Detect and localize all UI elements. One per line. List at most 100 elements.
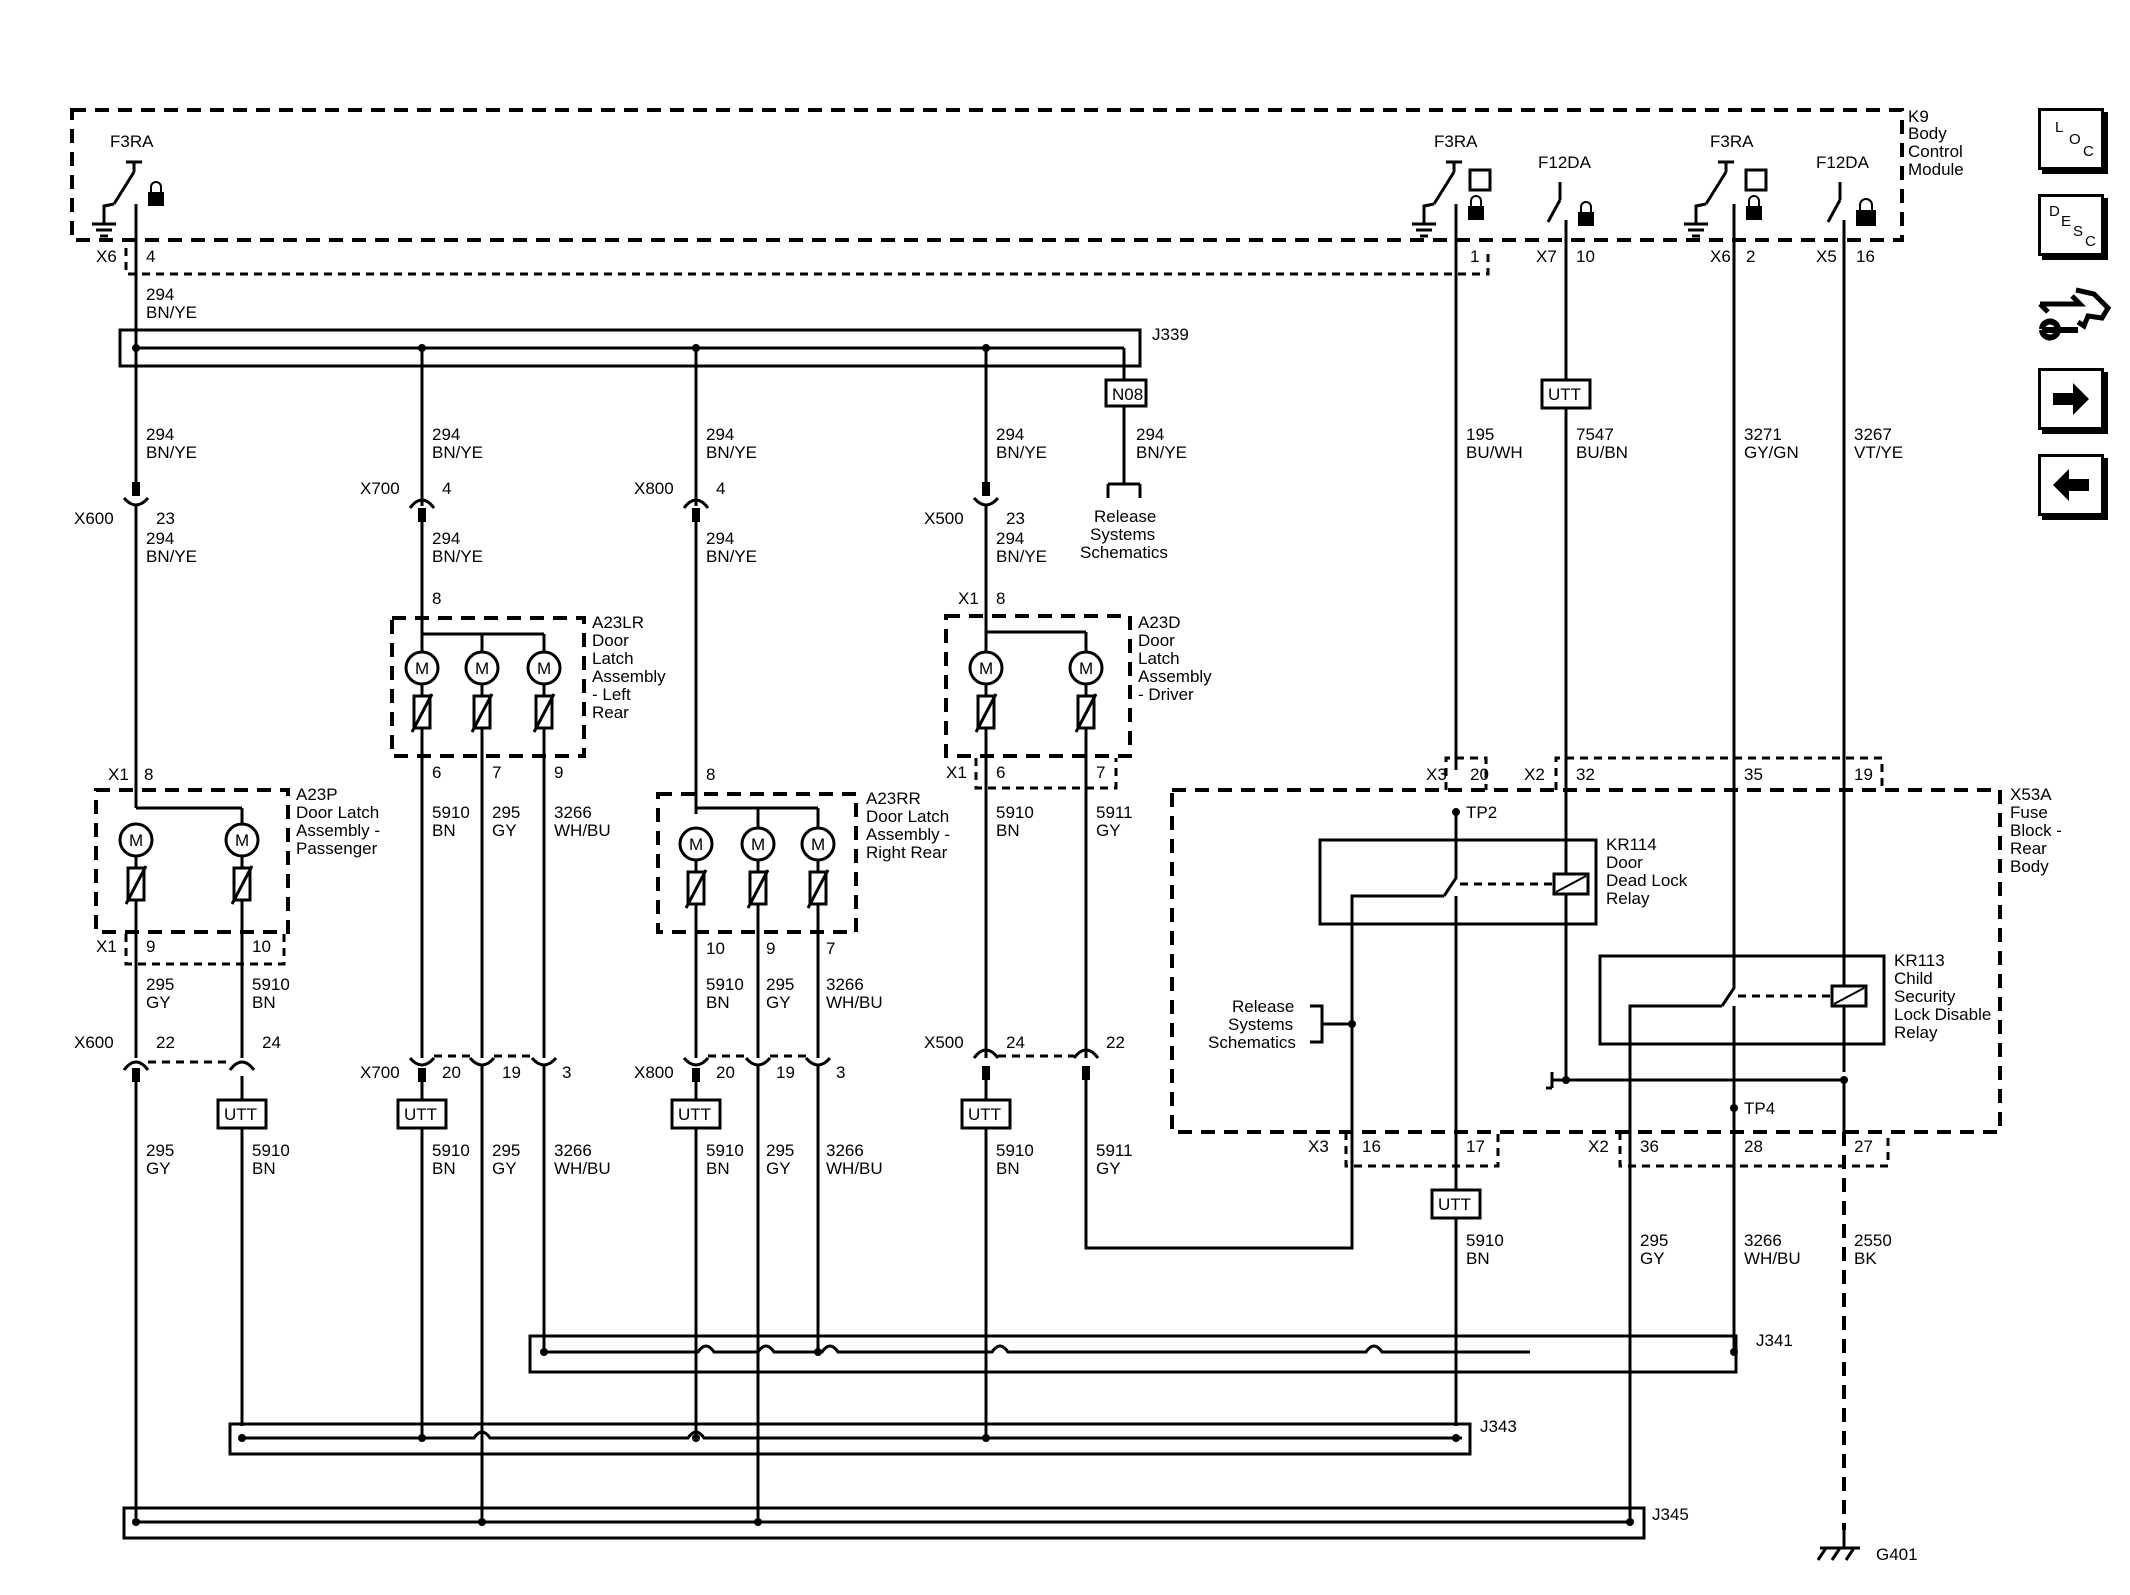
svg-text:Systems: Systems xyxy=(1090,525,1155,544)
svg-text:X1: X1 xyxy=(108,765,129,784)
arrow-right-icon xyxy=(2053,383,2089,415)
svg-text:3: 3 xyxy=(836,1063,845,1082)
ground-g401: G401 xyxy=(1816,1530,1918,1564)
a23p-x1-outline xyxy=(124,934,286,966)
svg-text:6: 6 xyxy=(432,763,441,782)
svg-text:UTT: UTT xyxy=(678,1105,711,1124)
svg-text:Schematics: Schematics xyxy=(1080,543,1168,562)
svg-text:22: 22 xyxy=(1106,1033,1125,1052)
svg-text:Relay: Relay xyxy=(1894,1023,1938,1042)
svg-text:BN/YE: BN/YE xyxy=(1136,443,1187,462)
svg-text:Block -: Block - xyxy=(2010,821,2062,840)
svg-text:7547: 7547 xyxy=(1576,425,1614,444)
svg-text:5910: 5910 xyxy=(432,1141,470,1160)
svg-text:1: 1 xyxy=(1470,247,1479,266)
svg-text:5911: 5911 xyxy=(1096,1141,1133,1160)
svg-text:Passenger: Passenger xyxy=(296,839,378,858)
next-page-button[interactable] xyxy=(2038,368,2104,430)
svg-text:5910: 5910 xyxy=(996,1141,1034,1160)
svg-text:BN: BN xyxy=(706,1159,730,1178)
svg-text:294: 294 xyxy=(146,529,174,548)
relay-kr113: KR113 Child Security Lock Disable Relay xyxy=(1598,762,1991,1128)
n08-branch: N08 294 BN/YE Release Systems Schematics xyxy=(1080,348,1187,562)
svg-text:9: 9 xyxy=(554,763,563,782)
splice-j343: J343 xyxy=(228,1417,1517,1456)
lock-mode-icon xyxy=(1744,168,1768,192)
svg-text:2: 2 xyxy=(1746,247,1755,266)
svg-text:3266: 3266 xyxy=(826,975,864,994)
unlock-mode-icon xyxy=(1468,168,1492,192)
svg-text:Assembly: Assembly xyxy=(1138,667,1212,686)
svg-text:X500: X500 xyxy=(924,1033,964,1052)
svg-text:5910: 5910 xyxy=(996,803,1034,822)
svg-text:X6: X6 xyxy=(96,247,117,266)
svg-text:WH/BU: WH/BU xyxy=(826,993,883,1012)
svg-text:23: 23 xyxy=(156,509,175,528)
svg-text:GY: GY xyxy=(766,1159,791,1178)
svg-text:10: 10 xyxy=(1576,247,1595,266)
svg-text:BU/WH: BU/WH xyxy=(1466,443,1523,462)
svg-text:3: 3 xyxy=(562,1063,571,1082)
svg-text:294: 294 xyxy=(432,425,460,444)
svg-text:294: 294 xyxy=(1136,425,1164,444)
svg-text:Dead Lock: Dead Lock xyxy=(1606,871,1688,890)
svg-text:Assembly -: Assembly - xyxy=(296,821,380,840)
svg-text:7: 7 xyxy=(492,763,501,782)
splice-j339: J339 xyxy=(118,325,1189,368)
svg-text:5910: 5910 xyxy=(252,975,290,994)
svg-text:BN: BN xyxy=(252,1159,276,1178)
svg-text:BN/YE: BN/YE xyxy=(432,547,483,566)
svg-text:BU/BN: BU/BN xyxy=(1576,443,1628,462)
svg-text:8: 8 xyxy=(432,589,441,608)
svg-text:5910: 5910 xyxy=(1466,1231,1504,1250)
svg-text:WH/BU: WH/BU xyxy=(1744,1249,1801,1268)
svg-text:3267: 3267 xyxy=(1854,425,1892,444)
svg-text:UTT: UTT xyxy=(404,1105,437,1124)
tools-icon[interactable] xyxy=(2036,282,2112,346)
svg-text:7: 7 xyxy=(1096,763,1105,782)
latch-a23lr: M M M A23LR Door Latch Assembly - Left R… xyxy=(390,613,666,758)
svg-text:295: 295 xyxy=(492,803,520,822)
svg-text:Body: Body xyxy=(2010,857,2049,876)
svg-text:20: 20 xyxy=(716,1063,735,1082)
bcm-output-f3ra-x6-2: F3RA X6 2 xyxy=(1684,132,1768,266)
svg-text:Child: Child xyxy=(1894,969,1933,988)
svg-text:F12DA: F12DA xyxy=(1816,153,1870,172)
svg-text:X1: X1 xyxy=(958,589,979,608)
svg-text:3271: 3271 xyxy=(1744,425,1782,444)
svg-text:BN/YE: BN/YE xyxy=(146,443,197,462)
svg-text:X700: X700 xyxy=(360,479,400,498)
svg-text:X600: X600 xyxy=(74,1033,114,1052)
loc-button[interactable]: L O C xyxy=(2038,108,2104,170)
svg-text:20: 20 xyxy=(442,1063,461,1082)
svg-text:294: 294 xyxy=(706,425,734,444)
svg-text:294: 294 xyxy=(706,529,734,548)
bcm-output-f3ra-1: F3RA 1 xyxy=(1412,132,1492,266)
svg-text:Latch: Latch xyxy=(1138,649,1180,668)
svg-text:X53A: X53A xyxy=(2010,785,2052,804)
svg-text:Rear: Rear xyxy=(2010,839,2047,858)
svg-text:3266: 3266 xyxy=(554,1141,592,1160)
svg-text:UTT: UTT xyxy=(1548,385,1581,404)
previous-page-button[interactable] xyxy=(2038,454,2104,516)
svg-text:A23D: A23D xyxy=(1138,613,1181,632)
svg-text:Release: Release xyxy=(1094,507,1156,526)
svg-text:X3: X3 xyxy=(1426,765,1447,784)
svg-text:23: 23 xyxy=(1006,509,1025,528)
svg-text:M: M xyxy=(537,659,551,678)
svg-text:F12DA: F12DA xyxy=(1538,153,1592,172)
svg-text:Rear: Rear xyxy=(592,703,629,722)
svg-text:36: 36 xyxy=(1640,1137,1659,1156)
svg-text:A23RR: A23RR xyxy=(866,789,921,808)
svg-text:J341: J341 xyxy=(1756,1331,1793,1350)
svg-text:BN: BN xyxy=(1466,1249,1490,1268)
svg-text:X6: X6 xyxy=(1710,247,1731,266)
svg-text:BK: BK xyxy=(1854,1249,1877,1268)
svg-text:4: 4 xyxy=(716,479,725,498)
svg-text:WH/BU: WH/BU xyxy=(826,1159,883,1178)
svg-text:KR114: KR114 xyxy=(1606,835,1657,854)
desc-button[interactable]: D E S C xyxy=(2038,194,2104,256)
svg-text:BN: BN xyxy=(432,1159,456,1178)
svg-text:WH/BU: WH/BU xyxy=(554,1159,611,1178)
